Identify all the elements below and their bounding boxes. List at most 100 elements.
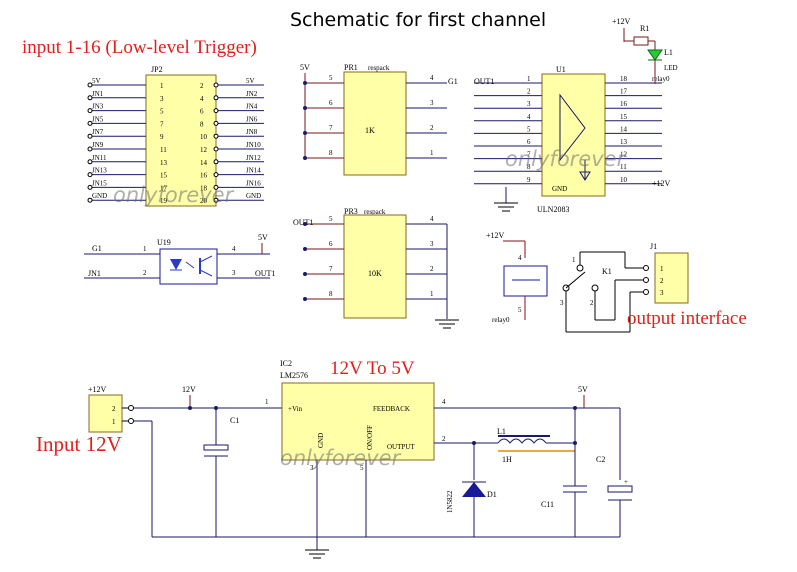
k1-supply: +12V [486, 231, 505, 240]
k1-contact-3: 3 [560, 299, 564, 307]
k1-contact-1: 1 [572, 256, 576, 264]
j1-pin-2: 2 [660, 277, 664, 285]
regulator-heading: 12V To 5V [330, 358, 415, 379]
u1-right-pin: 13 [620, 138, 628, 146]
jp2-right-pin: 18 [200, 184, 208, 192]
k1-pin-4: 4 [518, 254, 522, 262]
pr1-left-pin: 7 [329, 124, 333, 132]
jp2-left-pin: 7 [160, 120, 164, 128]
pr3-right-pin: 2 [430, 265, 434, 273]
c11-capacitor: C11 [541, 485, 587, 537]
rail-12v-label: 12V [182, 385, 196, 394]
jp2-right-pin: 6 [200, 108, 204, 116]
d1-diode: 1N5822 D1 [446, 481, 497, 537]
u1-right-pin: 15 [620, 113, 628, 121]
jp2-header: JP2 5V15V2JN13JN24JN35JN46JN57JN68JN79JN… [87, 65, 264, 207]
u19-led-icon [170, 259, 182, 270]
j1-pin-3: 3 [660, 289, 664, 297]
u19-net-out1: OUT1 [255, 269, 275, 278]
svg-text:+: + [624, 478, 628, 486]
pr1-right-pin: 3 [430, 99, 434, 107]
pr3-value: 10K [368, 269, 382, 278]
u1-left-pin: 8 [527, 163, 531, 171]
jp2-left-pin: 1 [160, 82, 164, 90]
u1-gnd: GND [552, 185, 567, 193]
jp2-left-net: JN13 [92, 167, 107, 175]
pr3-right-pin: 1 [430, 290, 434, 298]
jp2-left-pin: 11 [160, 146, 167, 154]
u1-right-pin: 11 [620, 163, 627, 171]
jp2-right-pin: 4 [200, 95, 204, 103]
jp2-ref: JP2 [151, 65, 163, 74]
jp2-left-net: JN3 [92, 103, 104, 111]
pr1-left-pin: 6 [329, 99, 333, 107]
input-heading: input 1-16 (Low-level Trigger) [22, 37, 257, 58]
jp2-right-net: GND [246, 192, 261, 200]
ic2-regulator: IC2 LM2576 +Vin FEEDBACK OUTPUT GND ON/O… [265, 359, 446, 537]
ic2-pin-4: 4 [442, 398, 446, 406]
pr3-type: respack [364, 208, 386, 216]
ic2-pin-1: 1 [265, 398, 269, 406]
jp2-left-pin: 3 [160, 95, 164, 103]
u1-left-pin: 9 [527, 176, 531, 184]
jp2-right-net: JN16 [246, 179, 261, 187]
ic2-gnd: GND [317, 433, 325, 448]
jp2-body [145, 74, 217, 207]
u1-net-out1: OUT1 [474, 77, 494, 86]
ic2-output: OUTPUT [387, 443, 415, 451]
d1-part: 1N5822 [446, 490, 454, 513]
j1-body [654, 252, 689, 304]
jp2-right-net: JN14 [246, 167, 261, 175]
jp2-right-net: JN4 [246, 103, 258, 111]
l1-inductor: L1 1H [497, 427, 575, 464]
u1-ref: U1 [556, 65, 566, 74]
jp2-right-pin: 14 [200, 159, 208, 167]
conn12-pin-2: 2 [112, 405, 116, 413]
u1-relay: relay0 [652, 75, 670, 83]
jp2-right-pin: 8 [200, 120, 204, 128]
jp2-right-net: JN6 [246, 115, 258, 123]
d1-ref: D1 [487, 490, 497, 499]
jp2-right-net: JN8 [246, 128, 258, 136]
u1-right-pin: 12 [620, 151, 628, 159]
jp2-left-net: JN11 [92, 154, 107, 162]
ic2-vin: +Vin [288, 405, 303, 413]
pr3-body [343, 214, 407, 319]
ic2-ref: IC2 [280, 359, 292, 368]
jp2-left-net: JN9 [92, 141, 104, 149]
u1-buffer-icon [559, 93, 586, 162]
jp2-right-net: JN12 [246, 154, 261, 162]
j1-ref: J1 [650, 242, 657, 251]
u19-pin-1: 1 [143, 245, 147, 253]
led-icon [647, 49, 663, 61]
k1-relay: +12V 4 5 relay0 K1 1 3 2 [486, 231, 631, 333]
led-indicator: +12V R1 L1 LED [612, 17, 678, 84]
output-heading: output interface [627, 308, 747, 329]
u1-left-pin: 2 [527, 88, 531, 96]
jp2-right-pin: 2 [200, 82, 204, 90]
k1-contact-2: 2 [590, 299, 594, 307]
u19-optocoupler: U19 G1 JN1 OUT1 5V 1 2 3 4 [84, 233, 275, 285]
u1-right-pin: 18 [620, 75, 628, 83]
u1-left-pin: 6 [527, 138, 531, 146]
watermark-3: onlyforever [280, 446, 402, 470]
conn12-body [88, 394, 123, 433]
u19-pin-2: 2 [143, 269, 147, 277]
pr1-left-pin: 8 [329, 149, 333, 157]
c11-ref: C11 [541, 500, 554, 509]
jp2-left-net: 5V [92, 77, 101, 85]
ic2-pin-2: 2 [442, 435, 446, 443]
pr1-ref: PR1 [344, 63, 358, 72]
jp2-left-pin: 15 [160, 172, 168, 180]
r1-ref: R1 [640, 24, 649, 33]
pr1-body [343, 71, 407, 176]
pr1-net-g1: G1 [448, 77, 458, 86]
u19-body [159, 248, 218, 285]
led-supply: +12V [612, 17, 631, 26]
u1-left-pin: 1 [527, 75, 531, 83]
u1-left-pin: 7 [527, 151, 531, 159]
pr1-supply: 5V [300, 63, 310, 72]
